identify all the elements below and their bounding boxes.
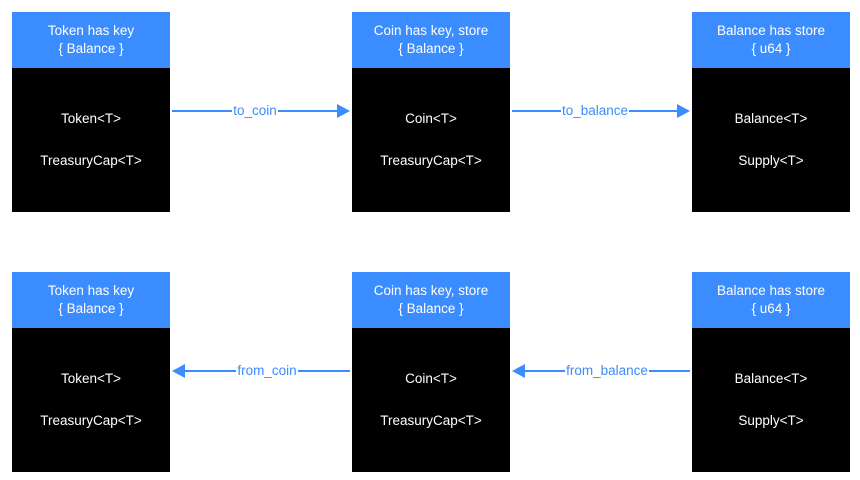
node-header-line-2: { Balance } [58,41,124,56]
node-body: Balance<T> Supply<T> [692,68,850,212]
node-balance-top: Balance has store { u64 } Balance<T> Sup… [692,12,850,212]
node-header-line-1: Token has key [47,283,135,298]
arrow-right-icon [337,104,351,118]
edge-line-segment [524,370,566,372]
node-body-line-2: Supply<T> [738,153,804,168]
node-token-top: Token has key { Balance } Token<T> Treas… [12,12,170,212]
node-header-line-1: Coin has key, store [373,23,489,38]
node-header-line-2: { Balance } [398,301,464,316]
node-body-line-2: TreasuryCap<T> [380,413,482,428]
edge-line-segment [648,370,690,372]
node-token-bottom: Token has key { Balance } Token<T> Treas… [12,272,170,472]
edge-line-segment [184,370,237,372]
arrow-right-icon [677,104,690,118]
node-header: Token has key { Balance } [12,272,170,328]
node-body-line-2: TreasuryCap<T> [40,413,142,428]
node-header-line-1: Balance has store [716,283,826,298]
node-header-line-2: { Balance } [58,301,124,316]
edge-from-coin: from_coin [172,358,350,384]
node-body-line-1: Token<T> [60,371,122,386]
edge-label-to-balance: to_balance [561,103,629,118]
edge-label-from-coin: from_coin [237,363,297,378]
node-body-line-2: TreasuryCap<T> [40,153,142,168]
node-body-line-1: Balance<T> [734,371,808,386]
node-body-line-2: Supply<T> [738,413,804,428]
node-body: Balance<T> Supply<T> [692,328,850,472]
edge-label-from-balance: from_balance [566,363,648,378]
node-body-line-1: Coin<T> [405,371,457,386]
edge-to-coin: to_coin [172,98,351,124]
node-body-line-2: TreasuryCap<T> [380,153,482,168]
edge-line-segment [277,110,339,112]
node-header-line-2: { u64 } [751,301,791,316]
node-body: Token<T> TreasuryCap<T> [12,328,170,472]
edge-line-segment [172,110,233,112]
node-body: Coin<T> TreasuryCap<T> [352,68,510,212]
node-header: Balance has store { u64 } [692,12,850,68]
node-body-line-1: Token<T> [60,111,122,126]
node-header: Coin has key, store { Balance } [352,272,510,328]
node-coin-bottom: Coin has key, store { Balance } Coin<T> … [352,272,510,472]
edge-line-segment [629,110,678,112]
arrow-left-icon [172,364,185,378]
node-body-line-1: Balance<T> [734,111,808,126]
node-body: Token<T> TreasuryCap<T> [12,68,170,212]
edge-line-segment [297,370,350,372]
node-header-line-2: { u64 } [751,41,791,56]
node-header-line-1: Balance has store [716,23,826,38]
node-header: Coin has key, store { Balance } [352,12,510,68]
node-body-line-1: Coin<T> [405,111,457,126]
node-header-line-1: Coin has key, store [373,283,489,298]
node-body: Coin<T> TreasuryCap<T> [352,328,510,472]
node-header-line-2: { Balance } [398,41,464,56]
node-header: Balance has store { u64 } [692,272,850,328]
arrow-left-icon [512,364,525,378]
edge-label-to-coin: to_coin [233,103,277,118]
edge-from-balance: from_balance [512,358,690,384]
node-coin-top: Coin has key, store { Balance } Coin<T> … [352,12,510,212]
edge-line-segment [512,110,561,112]
node-header: Token has key { Balance } [12,12,170,68]
node-balance-bottom: Balance has store { u64 } Balance<T> Sup… [692,272,850,472]
node-header-line-1: Token has key [47,23,135,38]
edge-to-balance: to_balance [512,98,690,124]
